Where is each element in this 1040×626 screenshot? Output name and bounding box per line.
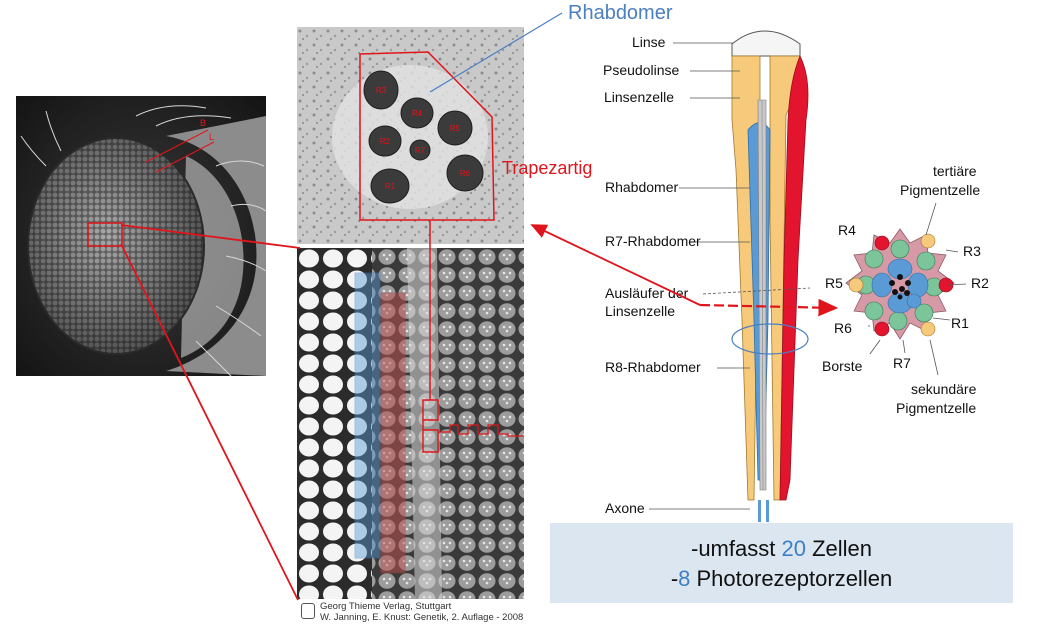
summary-line2-number: 8 — [678, 566, 691, 591]
fly-eye-sem-image: B L — [16, 96, 266, 376]
label-pseudolinse: Pseudolinse — [603, 62, 680, 78]
ommatidium-cross-section-diagram — [845, 228, 955, 340]
label-cs-borste: Borste — [822, 358, 863, 374]
image-credit: Georg Thieme Verlag, Stuttgart W. Jannin… — [320, 601, 523, 623]
em-cell-label-r7: R7 — [415, 146, 426, 155]
label-tertiaere-line1: tertiäre — [933, 163, 977, 179]
summary-line2-suffix: Photorezeptorzellen — [690, 566, 893, 591]
summary-line-1: -umfasst 20 Zellen — [550, 534, 1013, 564]
rhabdomer-title: Rhabdomer — [568, 2, 673, 24]
em-cell-label-r1: R1 — [385, 182, 396, 191]
label-cs-r4: R4 — [838, 222, 856, 238]
label-r7-rhabdomer: R7-Rhabdomer — [605, 233, 701, 249]
publisher-logo-icon — [301, 603, 315, 619]
eye-mark-l: L — [209, 132, 214, 142]
label-cs-r2: R2 — [971, 275, 989, 291]
summary-line1-number: 20 — [781, 536, 806, 561]
em-cell-label-r2: R2 — [380, 137, 391, 146]
label-axone: Axone — [605, 500, 645, 516]
label-r8-rhabdomer: R8-Rhabdomer — [605, 359, 701, 375]
credit-line-1: Georg Thieme Verlag, Stuttgart — [320, 601, 452, 612]
em-cell-label-r5: R5 — [450, 124, 461, 133]
ommatidium-longitudinal-diagram — [731, 30, 809, 522]
label-linsenzelle: Linsenzelle — [604, 89, 675, 105]
label-cs-r6: R6 — [834, 320, 852, 336]
label-cs-r3: R3 — [963, 243, 981, 259]
label-cs-r7: R7 — [893, 355, 911, 371]
summary-line1-prefix: -umfasst — [691, 536, 782, 561]
summary-box: -umfasst 20 Zellen -8 Photorezeptorzelle… — [550, 523, 1013, 603]
summary-line2-prefix: - — [670, 566, 679, 591]
eye-mark-b: B — [200, 118, 206, 128]
label-rhabdomer: Rhabdomer — [605, 179, 679, 195]
label-auslaeufer-line2: Linsenzelle — [605, 303, 676, 319]
em-facet-section-image — [297, 248, 524, 599]
em-cell-label-r4: R4 — [412, 109, 423, 118]
em-cross-section-image: R3 R4 R5 R2 R7 R1 R6 — [297, 27, 524, 244]
label-sekundaere-line2: Pigmentzelle — [896, 400, 977, 416]
summary-line1-suffix: Zellen — [805, 536, 872, 561]
label-sekundaere-line1: sekundäre — [911, 381, 977, 397]
em-cell-label-r3: R3 — [376, 86, 387, 95]
em-cell-label-r6: R6 — [460, 169, 471, 178]
label-tertiaere-line2: Pigmentzelle — [900, 182, 981, 198]
credit-line-2: W. Janning, E. Knust: Genetik, 2. Auflag… — [320, 612, 524, 623]
label-linse: Linse — [632, 34, 666, 50]
summary-line-2: -8 Photorezeptorzellen — [550, 564, 1013, 594]
label-cs-r5: R5 — [825, 275, 843, 291]
label-cs-r1: R1 — [951, 315, 969, 331]
trapezartig-label: Trapezartig — [502, 158, 593, 178]
